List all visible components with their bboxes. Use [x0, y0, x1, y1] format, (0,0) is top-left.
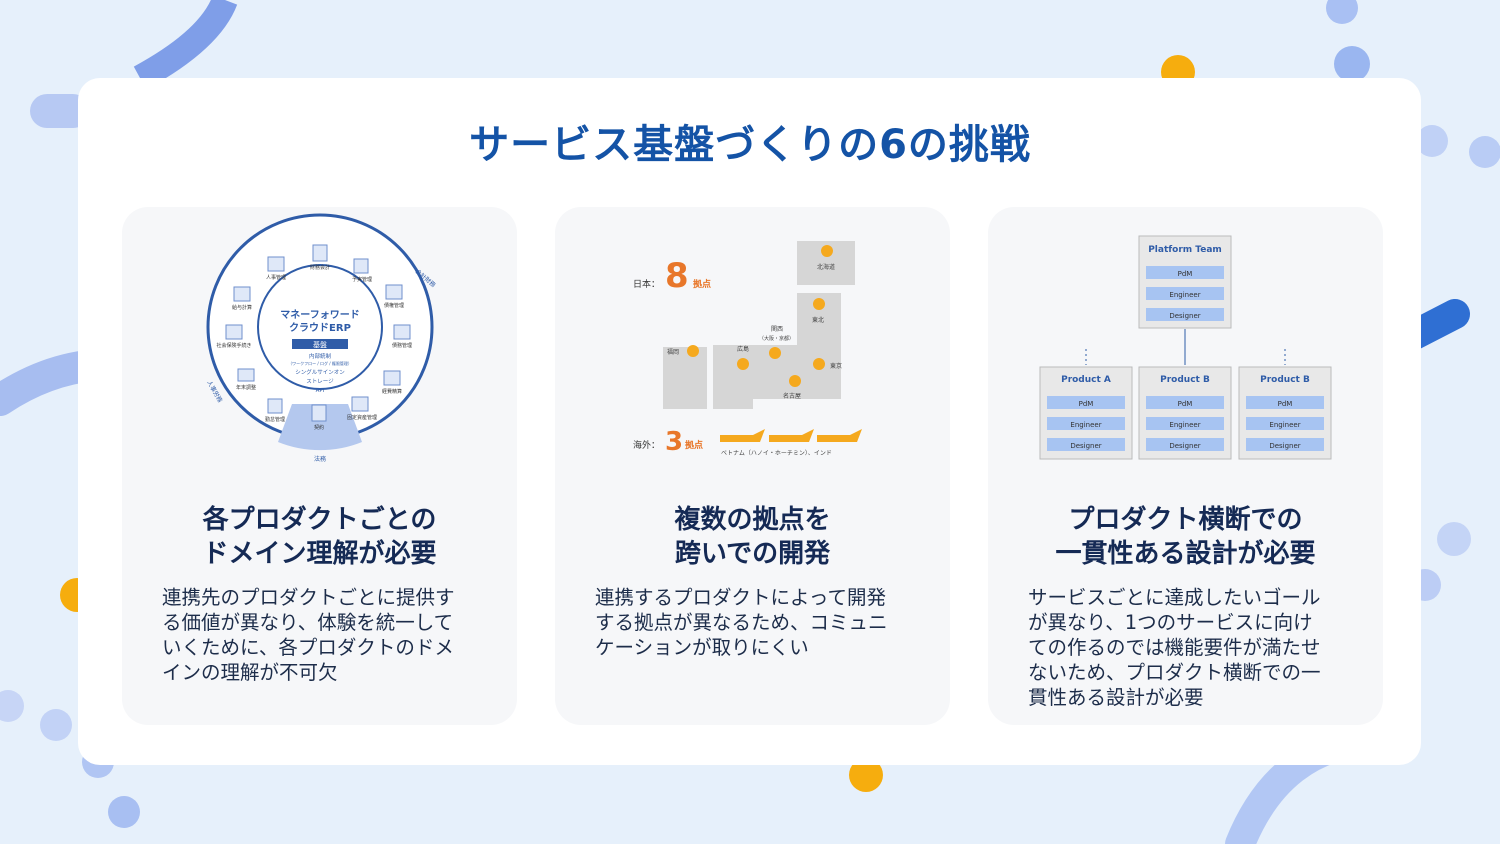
role-label: PdM: [1079, 400, 1094, 408]
module-label: 固定資産管理: [347, 414, 377, 421]
card-locations: 日本： 8 拠点 海外： 3 拠点 ベトナム（ハノイ・ホーチミン）、インド 北海…: [555, 207, 950, 725]
page-title: サービス基盤づくりの6の挑戦: [469, 122, 1031, 168]
erp-base-label: 基盤: [313, 340, 327, 349]
card-description-line: ないため、プロダクト横断での一: [1028, 661, 1321, 684]
card-heading-line: ドメイン理解が必要: [202, 539, 437, 569]
city-label: （大阪・京都）: [759, 335, 794, 342]
card-heading-line: プロダクト横断での: [1068, 505, 1303, 535]
card-description-line: いくために、各プロダクトのドメ: [162, 636, 454, 659]
role-label: Designer: [1269, 442, 1300, 450]
erp-base-item: （ワークフロー / ログ / 権限管理）: [288, 360, 352, 366]
overseas-label: 海外：: [633, 439, 660, 451]
product-title: Product A: [1061, 375, 1111, 385]
erp-base-item: シングルサインオン: [295, 368, 345, 376]
module-label: 年末調整: [236, 384, 256, 391]
module-label: 予実管理: [352, 276, 372, 283]
card-heading-line: 複数の拠点を: [674, 505, 831, 535]
city-label: 北海道: [817, 263, 835, 271]
card-domain: マネーフォワード クラウドERP 基盤 内部統制 （ワークフロー / ログ / …: [122, 207, 517, 725]
overseas-note: ベトナム（ハノイ・ホーチミン）、インド: [721, 450, 832, 457]
role-label: Designer: [1169, 312, 1200, 320]
card-description-line: インの理解が不可欠: [162, 661, 338, 684]
japan-count: 8: [665, 256, 689, 296]
module-label: 社会保険手続き: [216, 342, 251, 349]
overseas-count: 3: [665, 427, 683, 457]
role-label: Designer: [1070, 442, 1101, 450]
card-description: サービスごとに達成したいゴール が異なり、1つのサービスに向け ての作るのでは機…: [1028, 585, 1348, 710]
card-heading: 複数の拠点を 跨いでの開発: [555, 503, 950, 571]
card-description: 連携するプロダクトによって開発 する拠点が異なるため、コミュニ ケーションが取り…: [595, 585, 915, 660]
role-label: Engineer: [1169, 421, 1200, 429]
role-label: Engineer: [1070, 421, 1101, 429]
erp-diagram: マネーフォワード クラウドERP 基盤 内部統制 （ワークフロー / ログ / …: [205, 213, 437, 463]
product-title: Product B: [1160, 375, 1210, 385]
card-description-line: ての作るのでは機能要件が満たせ: [1028, 636, 1321, 659]
card-description-line: 連携するプロダクトによって開発: [595, 586, 886, 609]
module-label: 勤怠管理: [265, 416, 285, 423]
platform-team-title: Platform Team: [1148, 245, 1222, 255]
card-description-line: サービスごとに達成したいゴール: [1028, 586, 1321, 609]
city-label: 福岡: [667, 348, 679, 356]
card-heading-line: 各プロダクトごとの: [202, 505, 437, 535]
city-label: 名古屋: [783, 392, 801, 400]
module-label: 契約: [314, 424, 324, 431]
role-label: Designer: [1169, 442, 1200, 450]
card-description-line: ケーションが取りにくい: [595, 636, 809, 659]
org-diagram: Platform Team PdM Engineer Designer Prod…: [1039, 235, 1332, 460]
japan-label: 日本：: [633, 278, 660, 290]
card-heading: プロダクト横断での 一貫性ある設計が必要: [988, 503, 1383, 571]
module-label: 給与計算: [232, 304, 252, 311]
japan-map: 日本： 8 拠点 海外： 3 拠点 ベトナム（ハノイ・ホーチミン）、インド 北海…: [633, 241, 862, 457]
module-label: 債権管理: [384, 302, 404, 309]
product-title: Product B: [1260, 375, 1310, 385]
module-label: 財務会計: [310, 264, 330, 271]
ring-label-legal: 法務: [314, 455, 326, 463]
city-label: 東京: [830, 362, 842, 370]
role-label: Engineer: [1169, 291, 1200, 299]
erp-base-item: API: [316, 388, 325, 394]
card-description-line: る価値が異なり、体験を統一して: [162, 611, 454, 634]
card-description-line: 連携先のプロダクトごとに提供す: [162, 586, 455, 609]
japan-unit: 拠点: [693, 278, 711, 290]
card-heading-line: 一貫性ある設計が必要: [1055, 539, 1316, 569]
overseas-unit: 拠点: [685, 439, 703, 451]
erp-title-line1: マネーフォワード: [280, 309, 359, 321]
card-description-line: 貫性ある設計が必要: [1028, 686, 1204, 709]
role-label: PdM: [1178, 270, 1193, 278]
card-description-line: する拠点が異なるため、コミュニ: [595, 611, 888, 634]
role-label: PdM: [1178, 400, 1193, 408]
erp-base-item: ストレージ: [306, 378, 334, 385]
role-label: Engineer: [1269, 421, 1300, 429]
card-heading-line: 跨いでの開発: [674, 539, 831, 569]
city-label: 東北: [812, 316, 824, 324]
card-heading: 各プロダクトごとの ドメイン理解が必要: [122, 503, 517, 571]
card-description-line: が異なり、1つのサービスに向け: [1028, 611, 1313, 634]
card-description: 連携先のプロダクトごとに提供す る価値が異なり、体験を統一して いくために、各プ…: [162, 585, 482, 685]
erp-base-item: 内部統制: [309, 352, 332, 360]
city-label: 関西: [771, 326, 783, 333]
city-label: 広島: [737, 345, 749, 353]
module-label: 人事管理: [266, 274, 286, 281]
card-cross-product: Platform Team PdM Engineer Designer Prod…: [988, 207, 1383, 725]
module-label: 債務管理: [392, 342, 412, 349]
module-label: 経費精算: [382, 388, 402, 395]
erp-title-line2: クラウドERP: [289, 322, 351, 334]
role-label: PdM: [1278, 400, 1293, 408]
